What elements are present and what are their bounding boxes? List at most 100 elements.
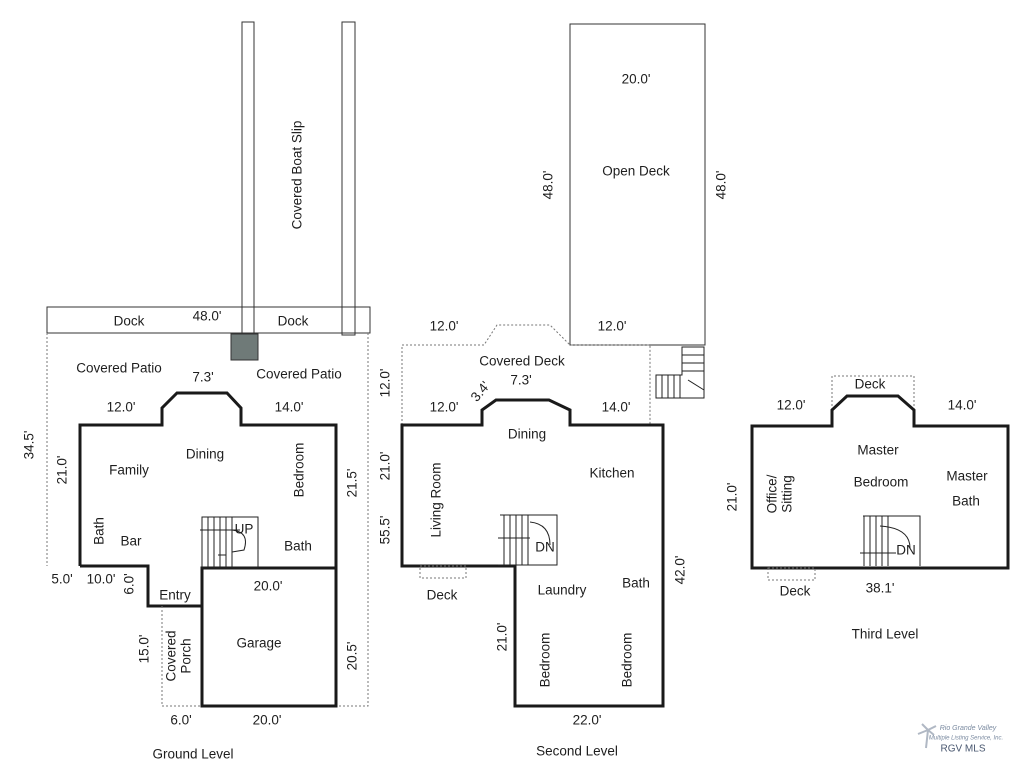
label-open-deck: Open Deck [602,164,670,179]
dim-left-depth: 21.0' [55,456,70,485]
dim-open-deck-left: 48.0' [541,171,556,200]
ground-walls [78,391,338,608]
label-bath: Bath [622,576,650,591]
stairs-up [200,516,259,569]
dim-garage-top: 20.0' [254,579,283,594]
deck-bottom [767,567,816,581]
stairs-down [498,514,558,566]
third-level-title: Third Level [852,627,919,642]
label-dining: Dining [508,427,546,442]
label-dn: DN [535,540,555,555]
third-level-plan: Deck 12.0' 14.0' Master Bedroom Master B… [725,375,1010,642]
dim-porch-width: 6.0' [170,713,191,728]
label-entry: Entry [159,588,191,603]
second-walls [400,398,665,708]
dim-right-top: 14.0' [948,398,977,413]
grill-box [230,333,259,361]
dim-10: 10.0' [87,572,116,587]
dim-open-deck-width: 20.0' [622,72,651,87]
label-covered-deck: Covered Deck [479,354,565,369]
dim-right-top: 14.0' [602,400,631,415]
label-master-bath-2: Bath [952,494,980,509]
dim-right-top: 14.0' [275,400,304,415]
dim-bay: 7.3' [192,370,213,385]
boat-slip-post-left [241,21,255,336]
dim-right-depth: 42.0' [673,556,688,585]
ground-level-title: Ground Level [152,747,233,762]
label-garage: Garage [236,636,281,651]
label-bedroom-2: Bedroom [620,633,635,688]
label-master-bedroom-2: Bedroom [854,475,909,490]
rgv-mls-logo: Rio Grande Valley Multiple Listing Servi… [917,723,1003,755]
label-master-bath-1: Master [946,469,988,484]
label-porch-2: Porch [179,638,194,673]
label-dock-right: Dock [278,314,309,329]
dim-open-deck-right: 48.0' [714,171,729,200]
second-level-plan: 20.0' 48.0' Open Deck 48.0' 12.0' 12.0' … [378,23,729,759]
dim-porch-depth: 15.0' [137,635,152,664]
label-porch-1: Covered [164,630,179,681]
dim-deck-top-right: 12.0' [598,319,627,334]
logo-line-3: RGV MLS [940,744,985,755]
logo-line-1: Rio Grande Valley [940,725,997,732]
palm-tree-icon [917,723,937,749]
second-level-title: Second Level [536,744,618,759]
label-up: UP [235,522,254,537]
label-family: Family [109,463,149,478]
label-bath-right: Bath [284,539,312,554]
dim-bottom-width: 22.0' [573,713,602,728]
logo-line-2: Multiple Listing Service, Inc. [929,736,1003,742]
dim-overall-depth: 55.5' [378,516,393,545]
deck-small [419,565,467,579]
dim-left-top: 12.0' [430,400,459,415]
dim-right-depth: 21.5' [345,469,360,498]
label-deck-top: Deck [855,377,886,392]
label-patio-left: Covered Patio [76,361,162,376]
dim-bay-angle: 3.4' [468,378,493,404]
dim-overall-depth: 34.5' [22,431,37,460]
label-bedroom-1: Bedroom [538,633,553,688]
dock [46,306,371,334]
dim-deck-depth: 12.0' [378,369,393,398]
third-walls [750,394,1010,570]
dim-width: 38.1' [866,581,895,596]
label-office-2: Sitting [780,475,795,513]
label-deck-bottom: Deck [780,584,811,599]
label-deck: Deck [427,588,458,603]
label-boat-slip: Covered Boat Slip [290,121,305,230]
dim-left-top: 12.0' [777,398,806,413]
garage-walls [200,566,338,708]
label-office-1: Office/ [765,474,780,513]
covered-porch-boundary [161,606,202,707]
label-dining: Dining [186,447,224,462]
boat-slip-post-right [341,21,356,336]
label-master-bedroom-1: Master [857,443,899,458]
spiral-stairs [655,346,705,399]
covered-deck-boundary [401,324,651,425]
dim-left-top: 12.0' [107,400,136,415]
label-dock-left: Dock [114,314,145,329]
dim-garage-depth: 20.5' [345,642,360,671]
label-bath-left: Bath [92,517,107,545]
dim-left-depth: 21.0' [378,452,393,481]
dim-wing-depth: 21.0' [495,623,510,652]
label-kitchen: Kitchen [589,466,634,481]
dim-dock-width: 48.0' [193,309,222,324]
label-living-room: Living Room [429,462,444,537]
label-dn: DN [896,543,916,558]
label-bar: Bar [120,534,142,549]
deck-top-boundary [831,375,915,410]
ground-level-plan: Covered Boat Slip Dock 48.0' Dock Covere… [22,21,371,762]
dim-garage-width: 20.0' [253,713,282,728]
dim-bay: 7.3' [510,373,531,388]
open-deck [569,23,706,346]
dim-deck-top-left: 12.0' [430,319,459,334]
label-bedroom: Bedroom [292,443,307,498]
patio-boundary [46,333,369,707]
dim-5: 5.0' [51,572,72,587]
dim-depth: 21.0' [725,483,740,512]
label-laundry: Laundry [538,583,587,598]
dim-6: 6.0' [122,573,137,594]
label-patio-right: Covered Patio [256,367,342,382]
